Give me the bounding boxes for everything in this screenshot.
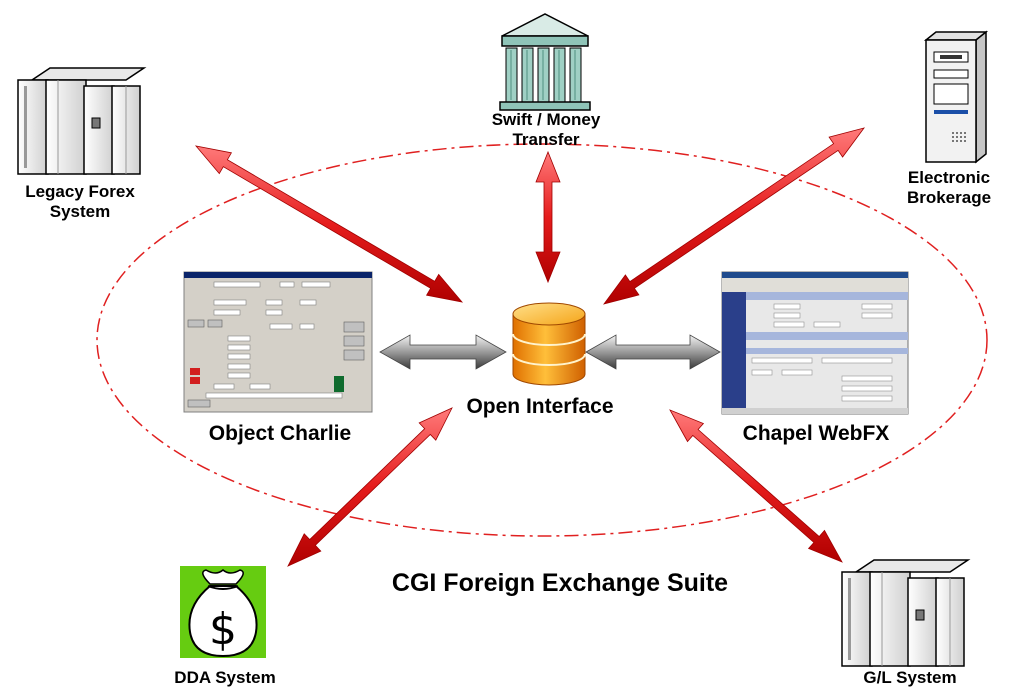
gl-label: G/L System: [863, 668, 957, 687]
dda-label: DDA System: [174, 668, 276, 687]
chapel-webfx-label: Chapel WebFX: [742, 422, 890, 445]
arrow-legacy-forex: [194, 145, 464, 303]
swift-label: Swift / Money Transfer: [491, 110, 601, 150]
suite-boundary-ellipse: [96, 143, 988, 537]
arrow-electronic-brokerage: [603, 127, 865, 305]
object-charlie-label: Object Charlie: [208, 422, 352, 445]
legacy-forex-label: Legacy Forex System: [25, 182, 135, 222]
gl-mainframe-icon: [841, 559, 971, 667]
arrow-chapel-webfx: [585, 334, 721, 370]
suite-title: CGI Foreign Exchange Suite: [391, 569, 729, 597]
svg-text:$: $: [209, 604, 237, 655]
money-bag-icon: $: [180, 566, 266, 658]
database-cylinder-icon: [512, 302, 586, 386]
server-tower-icon: [923, 30, 989, 164]
arrow-swift: [535, 150, 561, 284]
arrow-dda: [287, 407, 453, 567]
hub-label: Open Interface: [466, 395, 614, 418]
arrow-object-charlie: [379, 334, 507, 370]
app-window-screenshot: [183, 271, 373, 413]
bank-building-icon: [499, 13, 591, 111]
electronic-brokerage-label: Electronic Brokerage: [906, 168, 992, 208]
mainframe-icon: [17, 67, 147, 175]
arrow-gl: [669, 409, 843, 563]
web-app-screenshot: [721, 271, 909, 415]
